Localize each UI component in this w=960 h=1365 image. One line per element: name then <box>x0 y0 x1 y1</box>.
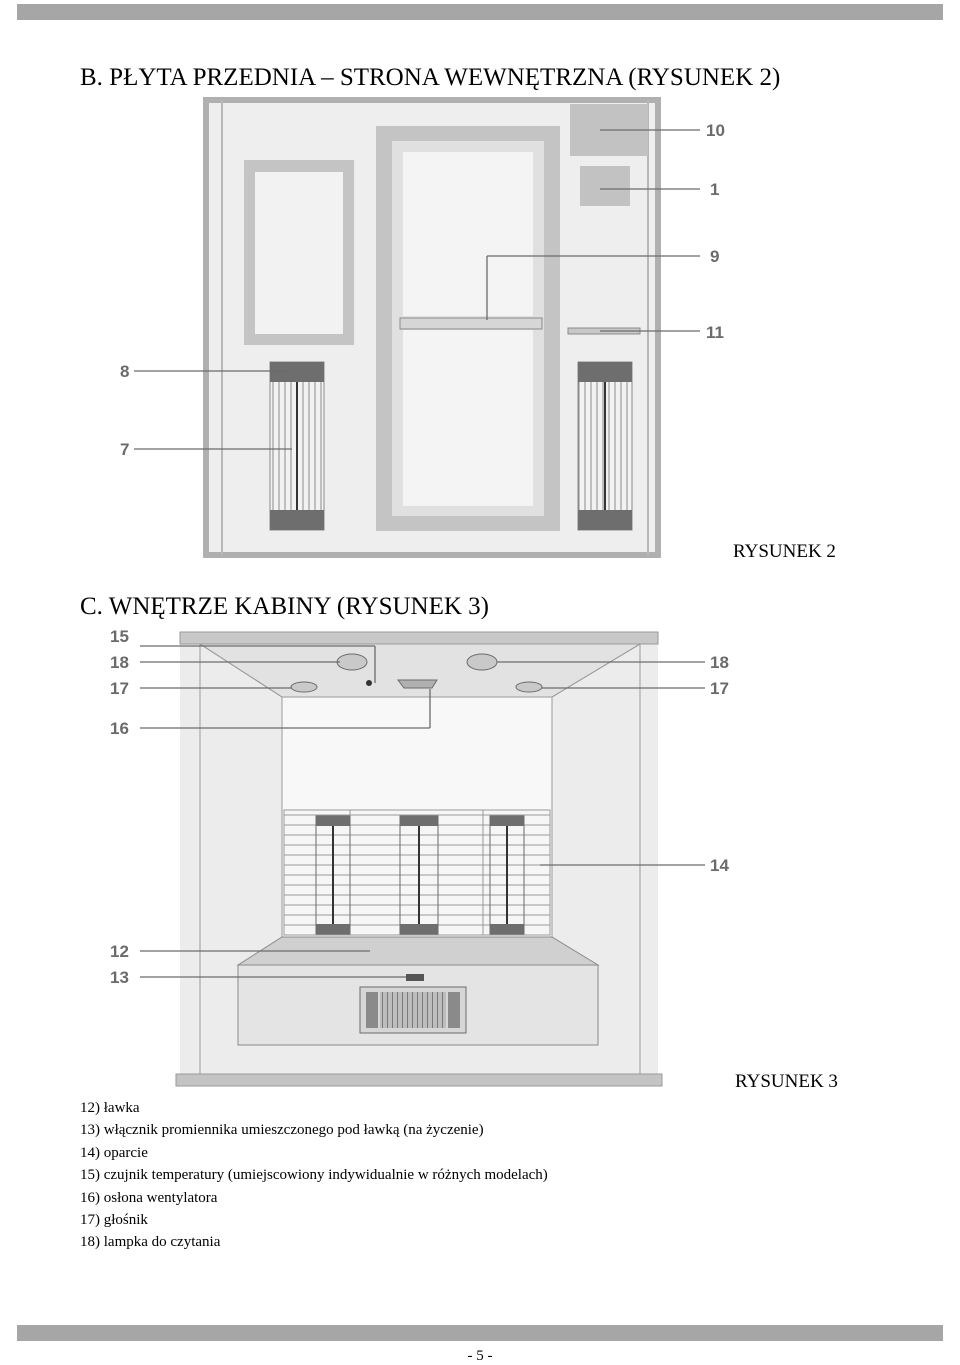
legend-item: 17) głośnik <box>80 1212 148 1229</box>
callout-8: 8 <box>120 362 130 381</box>
callout-9: 9 <box>710 247 720 266</box>
figure-2-caption: RYSUNEK 2 <box>733 541 836 562</box>
speaker-right <box>515 681 543 693</box>
callout-7: 7 <box>120 440 130 459</box>
fan-cover <box>397 679 438 689</box>
callout-14: 14 <box>710 856 729 875</box>
page-number: - 5 - <box>467 1348 493 1364</box>
legend-item: 16) osłona wentylatora <box>80 1189 218 1206</box>
figure-3-caption: RYSUNEK 3 <box>735 1071 838 1092</box>
callout-1: 1 <box>710 180 720 199</box>
callout-13: 13 <box>110 968 129 987</box>
legend-item: 15) czujnik temperatury (umiejscowiony i… <box>80 1167 548 1184</box>
header-bar <box>17 4 943 20</box>
section-b-heading: B. PŁYTA PRZEDNIA – STRONA WEWNĘTRZNA (R… <box>80 64 781 91</box>
door-handle-bar <box>399 317 543 330</box>
legend: 12) ławka 13) włącznik promiennika umies… <box>80 1097 548 1254</box>
legend-item: 14) oparcie <box>80 1144 148 1161</box>
reading-lamp-left <box>336 653 368 671</box>
temperature-sensor <box>366 680 372 686</box>
legend-item: 13) włącznik promiennika umieszczonego p… <box>80 1122 484 1139</box>
reading-lamp-right <box>466 653 498 671</box>
footer-bar <box>17 1325 943 1341</box>
callout-15: 15 <box>110 627 129 646</box>
callout-16: 16 <box>110 719 129 738</box>
control-box-1 <box>580 166 630 206</box>
callout-18-right: 18 <box>710 653 729 672</box>
legend-item: 18) lampka do czytania <box>80 1234 221 1251</box>
backrest-heaters <box>315 815 525 935</box>
speaker-left <box>290 681 318 693</box>
callout-11: 11 <box>706 323 724 342</box>
figure-2-front-panel <box>134 97 700 558</box>
callout-12: 12 <box>110 942 129 961</box>
callout-17-right: 17 <box>710 679 729 698</box>
backrest <box>283 809 551 936</box>
legend-item: 12) ławka <box>80 1100 140 1116</box>
callout-18-left: 18 <box>110 653 129 672</box>
callout-17-left: 17 <box>110 679 129 698</box>
callout-10: 10 <box>706 121 725 140</box>
figure-3-cabin-interior <box>140 631 705 1087</box>
section-c-heading: C. WNĘTRZE KABINY (RYSUNEK 3) <box>80 593 490 620</box>
heater-switch <box>406 974 424 981</box>
